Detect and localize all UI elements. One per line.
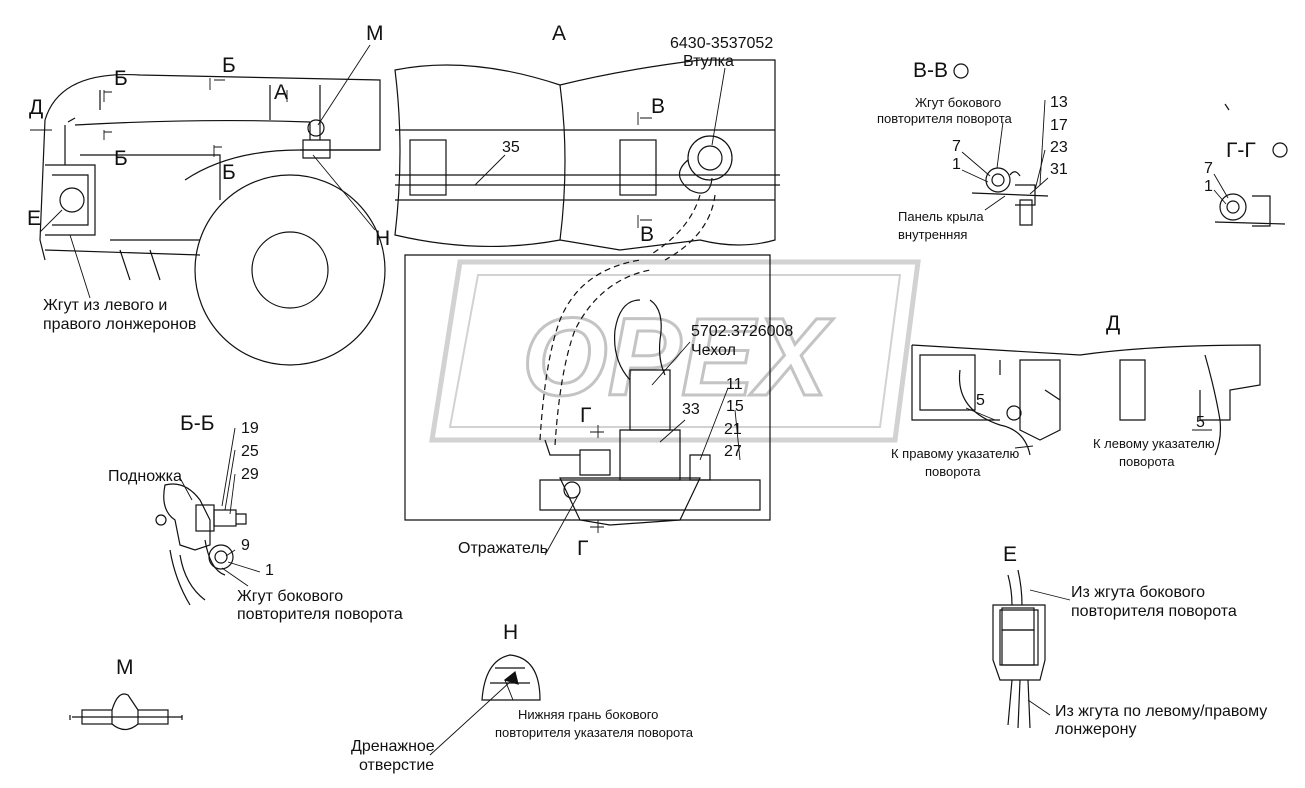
reflector-label: Отражатель — [458, 540, 549, 557]
view-e-title: Е — [1003, 543, 1018, 566]
view-gg-leaders — [1213, 173, 1229, 205]
d-left-indicator-line1: К левому указателю — [1093, 436, 1215, 451]
view-bb-title: Б-Б — [180, 412, 215, 435]
overview-mark-b4: Б — [222, 161, 236, 184]
part-num-27: 27 — [724, 443, 742, 460]
d-num-5-right: 5 — [1196, 414, 1205, 431]
vv-num-13: 13 — [1050, 94, 1068, 111]
d-left-indicator-line2: поворота — [1119, 454, 1175, 469]
e-from-spar-line2: лонжерону — [1055, 721, 1137, 738]
part-num-15: 15 — [726, 398, 744, 415]
vv-harness-line1: Жгут бокового — [915, 95, 1002, 110]
view-d-leaders — [965, 407, 1212, 449]
n-edge-line1: Нижняя грань бокового — [518, 707, 659, 722]
overview-harness-label-1: Жгут из левого и — [43, 297, 168, 314]
bushing-part-number: 6430-3537052 — [670, 35, 774, 52]
view-m-title: М — [116, 656, 134, 679]
e-from-spar-line1: Из жгута по левому/правому — [1055, 703, 1268, 720]
view-vv-leaders — [961, 99, 1049, 211]
view-m-drawing — [69, 693, 183, 731]
part-num-35: 35 — [502, 139, 520, 156]
bb-num-1: 1 — [265, 562, 274, 579]
bb-num-25: 25 — [241, 443, 259, 460]
vv-harness-line2: повторителя поворота — [877, 111, 1012, 126]
section-mark-g-top: Г — [580, 404, 592, 427]
view-d-title: Д — [1106, 312, 1121, 335]
watermark-text: OPEX — [522, 296, 833, 419]
vv-num-1: 1 — [952, 156, 961, 173]
n-drain-line2: отверстие — [359, 757, 435, 774]
section-mark-v-top: В — [651, 95, 666, 118]
view-e-drawing — [992, 569, 1046, 729]
view-bb-leaders — [179, 427, 261, 587]
bb-num-9: 9 — [241, 537, 250, 554]
view-bb-drawing — [155, 483, 247, 606]
watermark-logo — [429, 259, 921, 443]
section-mark-v-bottom: В — [640, 223, 655, 246]
view-n-title: Н — [503, 621, 519, 644]
vv-panel-line1: Панель крыла — [898, 209, 984, 224]
view-n-leaders — [429, 679, 514, 756]
view-vv-drawing — [953, 63, 1049, 226]
cover-label: Чехол — [691, 342, 736, 359]
e-from-side-line1: Из жгута бокового — [1071, 584, 1206, 601]
view-a-frame — [394, 59, 780, 526]
view-d-drawing — [911, 344, 1261, 456]
section-mark-g-bottom: Г — [577, 537, 589, 560]
n-drain-line1: Дренажное — [351, 738, 435, 755]
bushing-label: Втулка — [683, 53, 734, 70]
view-m-title-overview: М — [366, 22, 384, 45]
overview-harness-label-2: правого лонжеронов — [43, 316, 197, 333]
bb-num-29: 29 — [241, 466, 259, 483]
d-right-indicator-line2: поворота — [925, 464, 981, 479]
bb-num-19: 19 — [241, 420, 259, 437]
view-gg-title: Г-Г — [1226, 139, 1256, 162]
view-gg-drawing — [1214, 103, 1288, 227]
bb-harness-line1: Жгут бокового — [237, 588, 344, 605]
e-from-side-line2: повторителя поворота — [1071, 603, 1237, 620]
view-e-leaders — [1027, 589, 1071, 716]
view-n-drawing — [481, 654, 541, 701]
overview-mark-b3: Б — [114, 147, 128, 170]
vv-num-23: 23 — [1050, 139, 1068, 156]
overview-mark-e: Е — [27, 207, 42, 230]
d-right-indicator-line1: К правому указателю — [891, 446, 1020, 461]
overview-leaders — [30, 44, 376, 299]
overview-mark-n: Н — [375, 227, 391, 250]
vv-num-31: 31 — [1050, 161, 1068, 178]
d-num-5-left: 5 — [976, 392, 985, 409]
vv-panel-line2: внутренняя — [898, 227, 968, 242]
truck-overview — [39, 73, 386, 366]
part-num-11: 11 — [726, 376, 743, 393]
cover-part-number: 5702.3726008 — [691, 323, 794, 340]
vv-num-7: 7 — [952, 138, 961, 155]
bb-harness-line2: повторителя поворота — [237, 606, 403, 623]
overview-mark-b2: Б — [222, 54, 236, 77]
overview-mark-b1: Б — [114, 67, 128, 90]
view-a-leaders — [474, 67, 741, 556]
overview-mark-a: А — [274, 81, 289, 104]
bb-step-label: Подножка — [108, 468, 182, 485]
part-num-21: 21 — [724, 421, 742, 438]
gg-num-7: 7 — [1204, 160, 1213, 177]
gg-num-1: 1 — [1204, 178, 1213, 195]
overview-mark-d: Д — [29, 96, 44, 119]
part-num-33: 33 — [682, 401, 700, 418]
n-edge-line2: повторителя указателя поворота — [495, 725, 694, 740]
vv-num-17: 17 — [1050, 117, 1068, 134]
view-a-title: А — [552, 22, 567, 45]
view-vv-title: В-В — [913, 59, 949, 82]
